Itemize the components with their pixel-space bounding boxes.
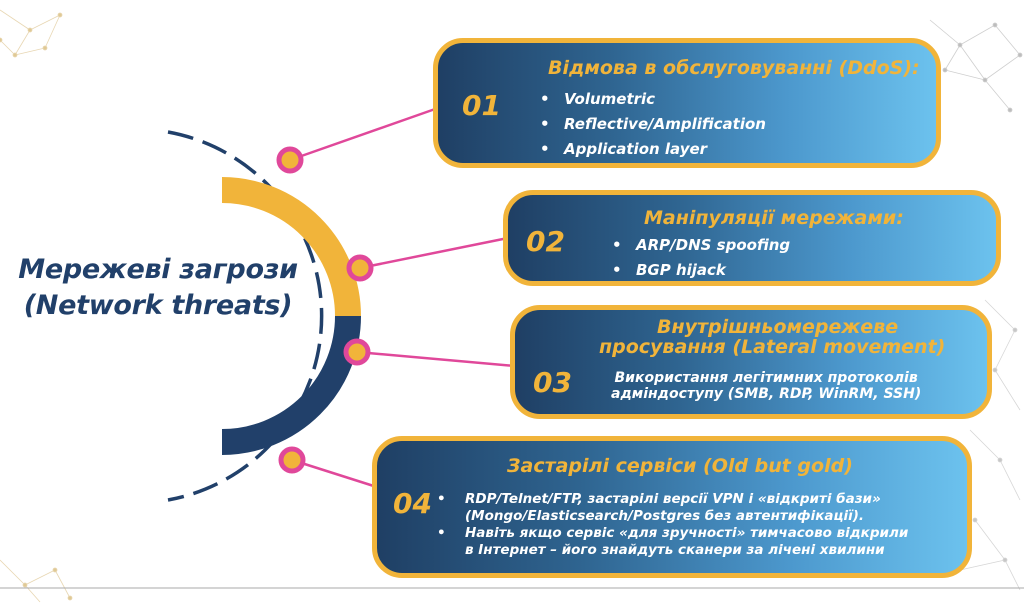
card-04-list: RDP/Telnet/FTP, застарілі версії VPN і «…: [435, 491, 908, 559]
card-04: 04 Застарілі сервіси (Old but gold) RDP/…: [372, 436, 972, 578]
list-item: Application layer: [538, 137, 766, 162]
card-02-number: 02: [526, 225, 565, 258]
list-item-line: в Інтернет – його знайдуть сканери за лі…: [465, 542, 885, 558]
card-01: 01 Відмова в обслуговуванні (DdoS): Volu…: [433, 38, 941, 168]
card-04-title: Застарілі сервіси (Old but gold): [507, 455, 853, 477]
card-02-list: ARP/DNS spoofing BGP hijack: [610, 233, 790, 283]
main-title-line1: Мережеві загрози: [18, 254, 298, 285]
list-item: Reflective/Amplification: [538, 112, 766, 137]
node-04: [278, 446, 306, 474]
card-01-list: Volumetric Reflective/Amplification Appl…: [538, 87, 766, 162]
main-title-line2: (Network threats): [23, 290, 293, 321]
connector-nodes: [276, 146, 374, 474]
connector-lines: [289, 106, 516, 490]
card-01-number: 01: [462, 89, 501, 122]
inner-arc-navy: [221, 315, 361, 455]
card-03-text-line2: адміндоступу (SMB, RDP, WinRM, SSH): [611, 386, 922, 402]
connector-03: [356, 350, 516, 368]
network-decoration-top-left: [0, 9, 63, 58]
node-03: [343, 338, 371, 366]
node-02: [346, 254, 374, 282]
connector-01: [289, 106, 439, 162]
card-02-title: Маніпуляції мережами:: [644, 207, 904, 229]
card-03-text-line1: Використання легітимних протоколів: [614, 370, 918, 386]
card-02: 02 Маніпуляції мережами: ARP/DNS spoofin…: [503, 190, 1001, 286]
card-03-number: 03: [533, 366, 572, 399]
list-item: BGP hijack: [610, 258, 790, 283]
list-item-line: (Mongo/Elasticsearch/Postgres без автент…: [465, 508, 865, 524]
card-03-title-line2: просування (Lateral movement): [599, 336, 946, 358]
card-01-title: Відмова в обслуговуванні (DdoS):: [548, 57, 920, 79]
main-title: Мережеві загрози (Network threats): [8, 252, 308, 324]
list-item: RDP/Telnet/FTP, застарілі версії VPN і «…: [435, 491, 908, 525]
list-item-line: RDP/Telnet/FTP, застарілі версії VPN і «…: [465, 491, 881, 507]
node-01: [276, 146, 304, 174]
network-decoration-top-right: [929, 19, 1023, 113]
card-04-number: 04: [393, 487, 432, 520]
list-item: Volumetric: [538, 87, 766, 112]
card-03-description: Використання легітимних протоколів адмін…: [611, 370, 921, 402]
network-decoration-bottom-right: [959, 299, 1021, 591]
list-item-line: Навіть якщо сервіс «для зручності» тимча…: [465, 525, 909, 541]
card-03-title-line1: Внутрішньомережеве: [657, 316, 899, 338]
connector-04: [291, 458, 381, 490]
network-decoration-bottom-left: [0, 559, 73, 603]
list-item: ARP/DNS spoofing: [610, 233, 790, 258]
inner-arc-gold: [221, 177, 361, 317]
outer-dashed-arc: [167, 130, 324, 502]
card-03: 03 Внутрішньомережеве просування (Latera…: [510, 305, 992, 419]
connector-02: [359, 236, 509, 270]
list-item: Навіть якщо сервіс «для зручності» тимча…: [435, 525, 908, 559]
